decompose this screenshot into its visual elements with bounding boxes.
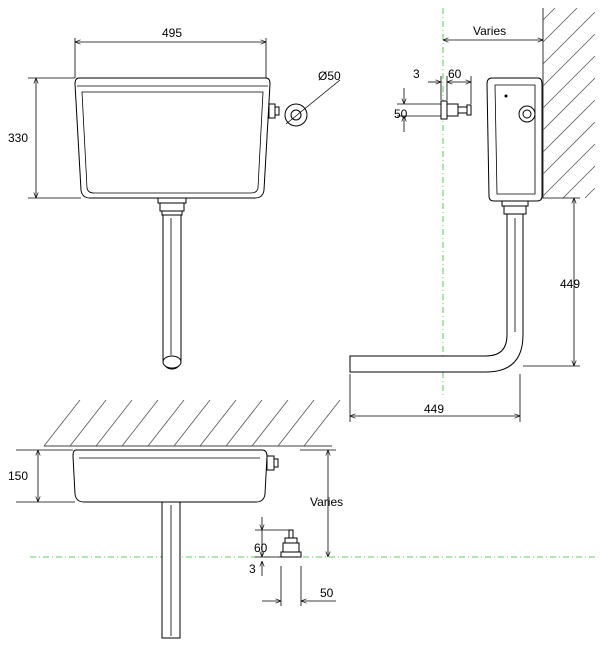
plan-depth-label: 150 [8,469,28,483]
inlet-valve-flange [440,100,448,120]
outlet-coupling-nut [159,202,185,212]
plan-side-inlet-nut [273,458,279,468]
side-inlet-hole [522,109,532,119]
front-view: 495 330 Ø50 [8,26,341,370]
side-wall [543,8,595,198]
side-indicator-dot [504,94,508,98]
inlet-valve-body [446,103,459,117]
plan-inlet-gap-label: 3 [249,562,256,576]
side-inlet-height-label: 50 [394,107,408,121]
cistern-plan-body [72,449,268,503]
plan-wall-hatching [43,399,341,447]
hatch-line [542,33,596,87]
hatch-line [251,399,289,447]
plan-inlet-length-label: 60 [254,541,268,555]
hatch-line [542,77,596,131]
hatch-line [542,55,596,109]
outlet-coupling-ring [161,210,183,216]
hatch-line [542,99,596,153]
hatch-line [199,399,237,447]
side-wall-offset-label: Varies [473,24,506,38]
side-inlet-nut [274,106,280,116]
plan-valve-flange [280,551,302,558]
hatch-line [584,187,596,199]
inlet-diameter-label: Ø50 [318,69,341,83]
hatch-line [147,399,185,447]
plan-view: 150 Varies 60 3 50 [8,399,598,639]
cistern-side-inner [494,84,536,195]
hatch-line [542,7,578,43]
side-inlet [268,103,276,119]
side-outlet-drop-label: 449 [560,277,580,291]
plan-valve-tip [288,529,294,539]
plan-side-inlet [266,455,275,471]
plan-inlet-width-label: 50 [320,586,334,600]
hatch-line [562,165,596,199]
front-width-label: 495 [162,26,182,40]
side-outlet-reach-label: 449 [424,402,444,416]
inlet-valve-tip [466,104,472,116]
hatch-line [173,399,211,447]
hatch-line [277,399,315,447]
side-wall-hatching [542,7,596,199]
flush-pipe-bent [349,213,524,373]
flush-pipe-end [162,355,182,369]
cistern-inner-outline [81,91,264,194]
hatch-line [542,143,596,197]
side-inlet-length-label: 60 [448,67,462,81]
hatch-line [225,399,263,447]
plan-valve-stem [284,537,298,544]
side-inlet-gap-label: 3 [413,67,420,81]
cistern-front-body [74,77,271,199]
side-view: 3 60 50 Varies 449 449 [349,7,596,422]
outlet-coupling [157,197,187,204]
side-outlet-nut [503,205,527,215]
hatch-line [95,399,133,447]
side-outlet-coupling [501,200,529,207]
hatch-line [303,399,341,447]
hatch-line [542,7,556,21]
plan-wall-offset-label: Varies [310,495,343,509]
hatch-line [121,399,159,447]
hatch-line [69,399,107,447]
plan-valve-body [282,542,300,553]
hatch-line [542,121,596,175]
front-height-label: 330 [8,131,28,145]
hatch-line [43,399,81,447]
flush-pipe-front [162,214,182,370]
hatch-line [542,11,596,65]
inlet-valve-stem [457,106,468,114]
